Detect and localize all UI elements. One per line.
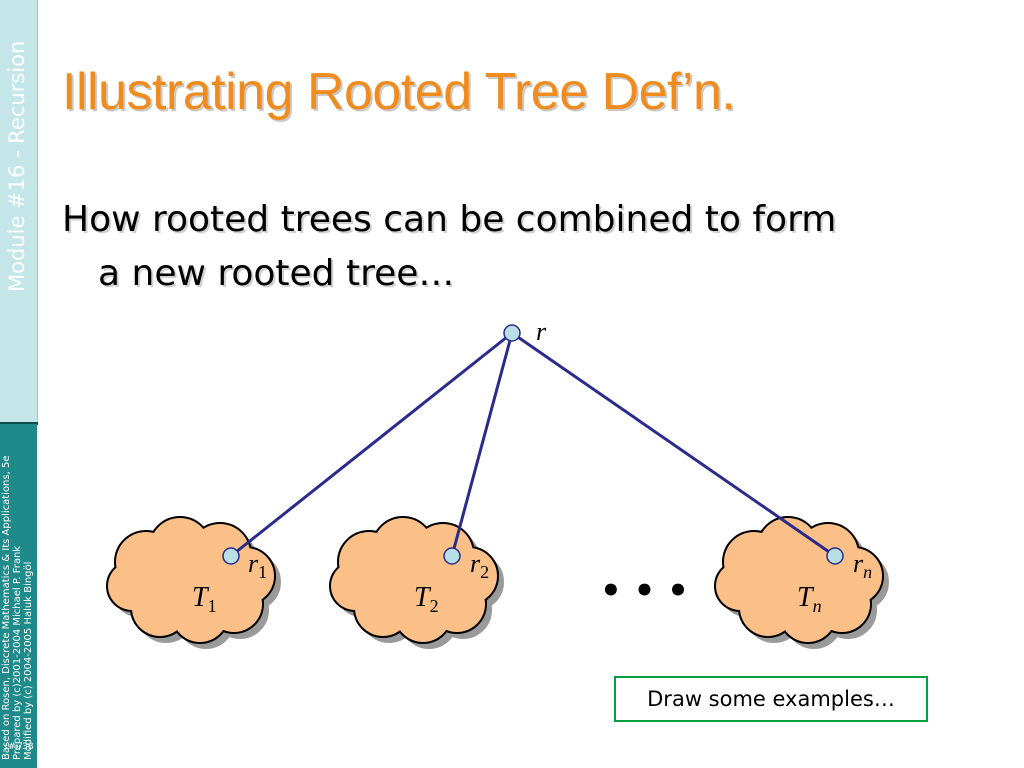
sidebar-top-panel: Module #16 - Recursion (0, 0, 38, 424)
subroot-node-n (826, 547, 844, 565)
slide-title: Illustrating Rooted Tree Def’n. (62, 63, 736, 121)
subroot-node-2 (443, 547, 461, 565)
bullet-line-2: a new rooted tree… (98, 253, 455, 294)
callout-text: Draw some examples… (647, 687, 895, 711)
edge-r-rn (511, 331, 836, 558)
sidebar-bottom-panel: Based on Rosen, Discrete Mathematics & I… (0, 424, 37, 768)
subtree-label-n: Tn (797, 582, 822, 616)
subroot-node-1 (222, 547, 240, 565)
ellipsis-dots: • • • (600, 571, 689, 611)
sidebar-divider (0, 422, 38, 425)
subtree-label-2: T2 (414, 582, 439, 616)
subroot-label-1: r1 (248, 549, 267, 582)
subtree-label-1: T1 (192, 582, 217, 616)
subroot-label-2: r2 (470, 549, 489, 582)
slide-number: ‹#›/38 (4, 742, 34, 752)
root-label: r (536, 317, 547, 346)
callout-box: Draw some examples… (614, 676, 928, 722)
bullet-line-1: How rooted trees can be combined to form (62, 199, 837, 240)
edge-r-r1 (230, 331, 513, 558)
bullet-text: How rooted trees can be combined to form… (62, 193, 962, 301)
edge-r-r2 (450, 332, 514, 557)
subroot-label-n: rn (853, 549, 872, 582)
root-node (503, 324, 521, 342)
